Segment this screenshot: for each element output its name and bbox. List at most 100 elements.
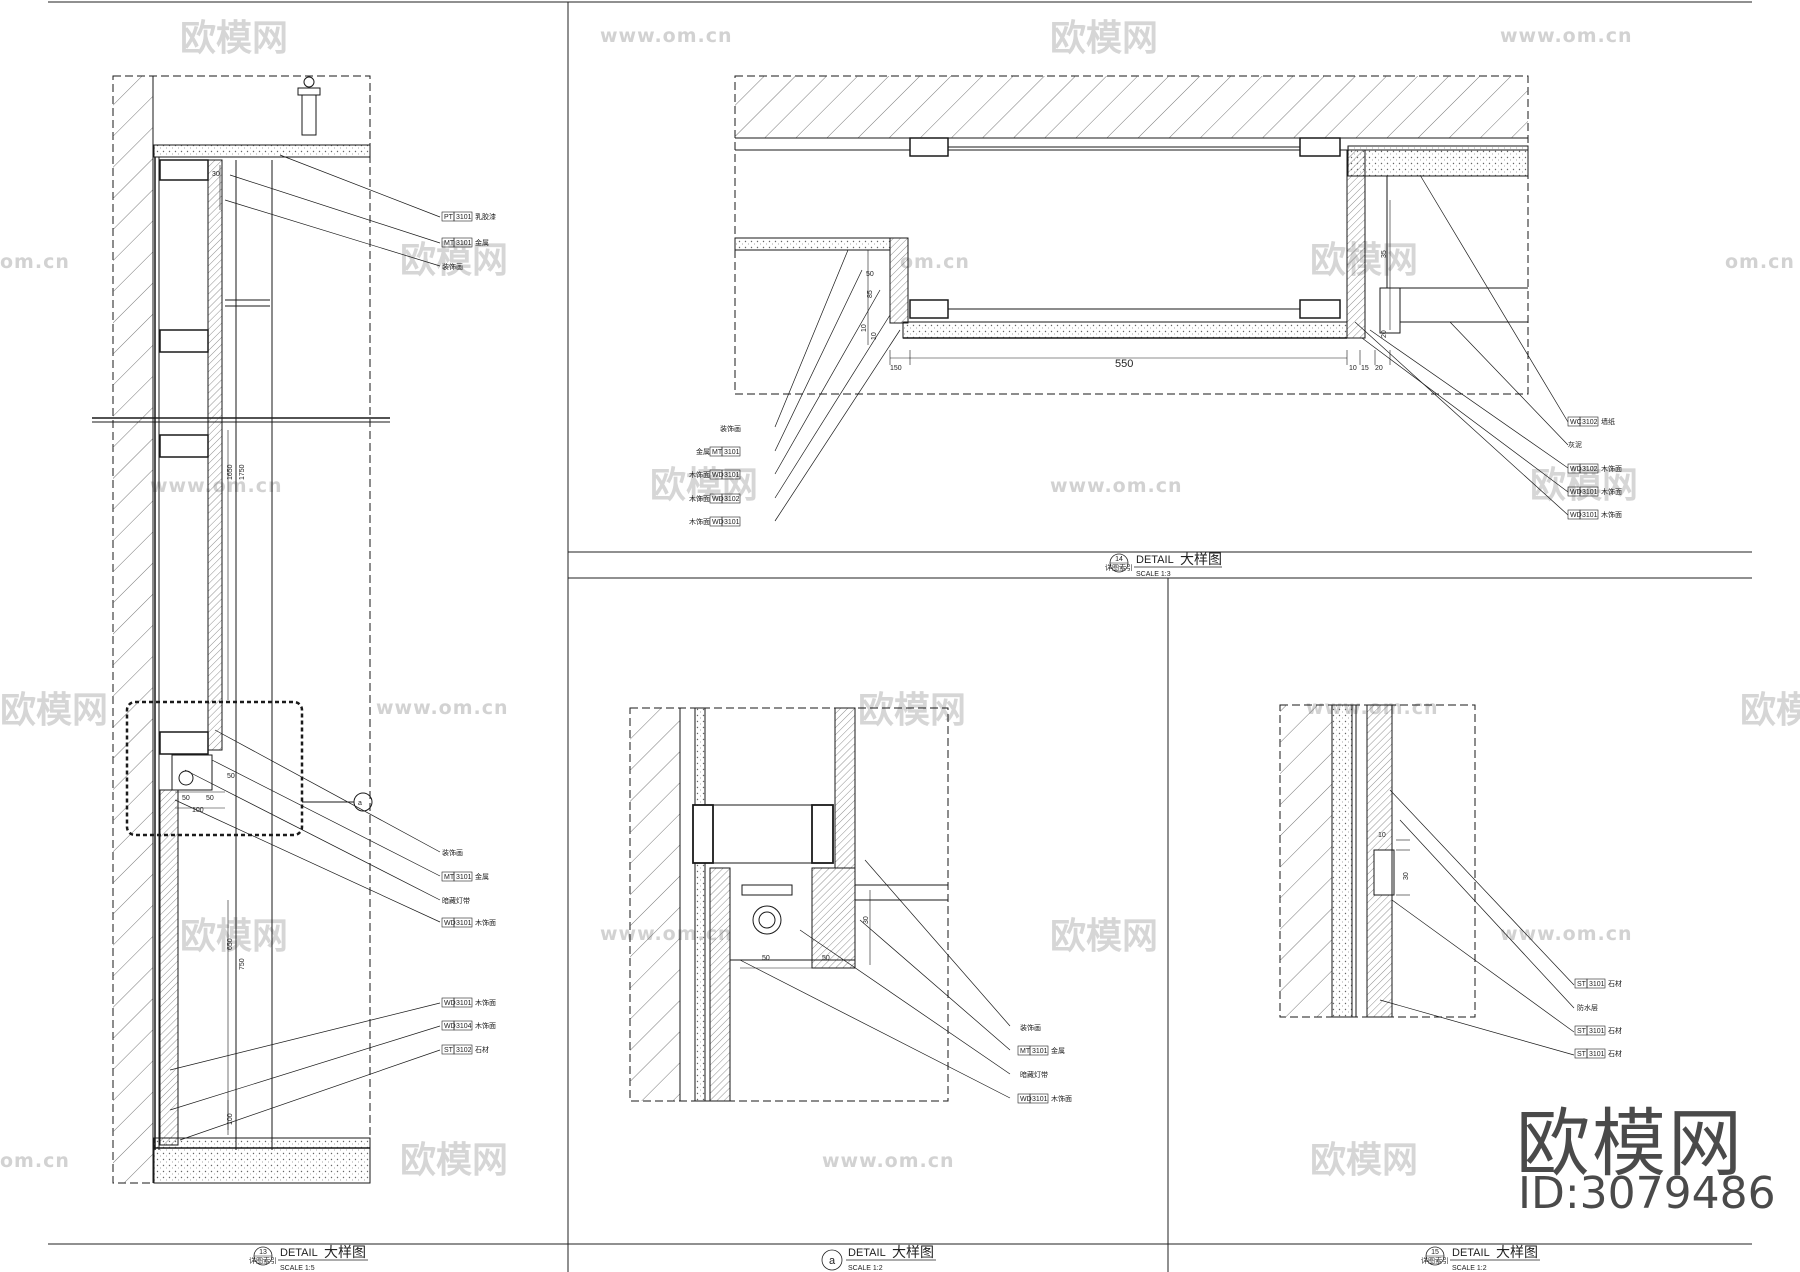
material-tag: WD 3101 木饰面 [441,997,496,1008]
dim: 50 [227,773,235,780]
material-tag: 木饰面 WD 3102 [689,493,741,504]
dim: 100 [192,807,204,814]
detail-marker-label: a [358,800,362,807]
panel-right-labels: ST 3101 石材 防水层 ST 3101 石材 ST 3101 石材 [1574,978,1622,1059]
svg-text:WD: WD [1020,1096,1032,1103]
material-tag: 木饰面 WD 3101 [689,469,741,480]
material-tag: WD 3101 木饰面 [441,917,496,928]
panel-left-labels: PT 3101 乳胶漆 MT 3101 金属 装饰画 装饰画 MT 3101 金… [441,211,496,1055]
watermark-logo: 欧模网 [180,916,288,957]
material-tag: ST 3102 石材 [441,1044,489,1055]
svg-text:WD: WD [712,496,724,503]
svg-text:WD: WD [1570,489,1582,496]
svg-text:金属: 金属 [475,872,489,881]
dim: 30 [863,916,870,924]
detail-callout-sheet: 详图索引 [249,1256,277,1265]
svg-text:木饰面: 木饰面 [689,494,710,503]
dim: 10 [1349,365,1357,372]
detail-scale: SCALE 1:5 [280,1265,315,1272]
dim: 10 [1378,832,1386,839]
svg-text:木饰面: 木饰面 [475,998,496,1007]
svg-text:3104: 3104 [456,1023,472,1030]
material-tag: 金属 MT 3101 [696,446,741,457]
svg-text:3101: 3101 [456,920,472,927]
svg-text:木饰面: 木饰面 [475,918,496,927]
material-tag: WC 3102 墙纸 [1567,416,1615,427]
svg-text:3102: 3102 [1582,466,1598,473]
material-tag: WD 3101 木饰面 [1567,509,1622,520]
panel-right-detail [1279,704,1575,1056]
watermark-logo: 欧模网 [1740,690,1800,731]
detail-title-cn: 大样图 [324,1244,366,1260]
watermark-logo: 欧模网 [858,690,966,731]
svg-text:ST: ST [1577,1051,1587,1058]
svg-text:WD: WD [1570,466,1582,473]
dim: 20 [1375,365,1383,372]
material-tag: ST 3101 石材 [1574,1025,1622,1036]
detail-scale: SCALE 1:2 [848,1265,883,1272]
detail-callout-sheet: 详图索引 [1105,563,1133,572]
svg-text:3101: 3101 [1589,1051,1605,1058]
svg-text:金属: 金属 [475,238,489,247]
material-tag: MT 3101 金属 [441,237,489,248]
panel-main-dims: 50 85 10 10 150 550 10 15 20 35 20 [861,250,1388,372]
detail-title-en: DETAIL [848,1247,886,1259]
dim: 1650 [227,464,234,480]
svg-text:3101: 3101 [456,874,472,881]
svg-text:3101: 3101 [1582,512,1598,519]
watermark-url: www.om.cn [1500,923,1633,945]
watermark-url: www.om.cn [822,1150,955,1172]
material-tag: WD 3101 木饰面 [1017,1093,1072,1104]
svg-text:ST: ST [1577,1028,1587,1035]
detail-callout-number: 13 [259,1249,267,1256]
panel-a-title: a DETAIL 大样图 SCALE 1:2 [821,1244,936,1272]
svg-text:乳胶漆: 乳胶漆 [475,212,496,221]
material-tag: MT 3101 金属 [1017,1045,1065,1056]
svg-text:木饰面: 木饰面 [1601,487,1622,496]
detail-title-cn: 大样图 [892,1244,934,1260]
svg-text:3101: 3101 [1589,981,1605,988]
svg-text:MT: MT [712,449,723,456]
svg-text:WD: WD [444,920,456,927]
svg-text:石材: 石材 [1608,1049,1622,1058]
detail-scale: SCALE 1:2 [1452,1265,1487,1272]
svg-text:金属: 金属 [1051,1046,1065,1055]
svg-text:MT: MT [444,240,455,247]
dim: 50 [866,271,874,278]
watermark-logo: 欧模网 [1050,18,1158,59]
dim: 150 [890,365,902,372]
detail-callout-sheet: 详图索引 [1421,1256,1449,1265]
watermark-url: www.om.cn [376,697,509,719]
dim: 650 [227,938,234,950]
watermark-logo: 欧模网 [0,690,108,731]
svg-text:石材: 石材 [475,1045,489,1054]
svg-text:木饰面: 木饰面 [1601,464,1622,473]
svg-text:WD: WD [1570,512,1582,519]
dim: 35 [1381,250,1388,258]
dim: 100 [227,1113,234,1125]
dim: 85 [867,290,874,298]
detail-callout-number: 14 [1115,556,1123,563]
svg-text:3101: 3101 [456,1000,472,1007]
dim: 10 [871,332,878,340]
svg-text:3101: 3101 [724,519,740,526]
svg-text:墙纸: 墙纸 [1601,417,1615,426]
watermark-url: om.cn [0,251,70,273]
dim: 50 [762,955,770,962]
svg-text:MT: MT [1020,1048,1031,1055]
svg-text:3101: 3101 [456,214,472,221]
dim: 50 [822,955,830,962]
svg-text:木饰面: 木饰面 [1601,510,1622,519]
dim: 1750 [239,464,246,480]
label: 装饰画 [1020,1023,1041,1032]
svg-text:MT: MT [444,874,455,881]
svg-text:木饰面: 木饰面 [1051,1094,1072,1103]
detail-scale: SCALE 1:3 [1136,571,1171,578]
panel-left-dims: 30 50 50 100 50 1650 1750 650 750 100 a [182,171,362,1125]
svg-text:石材: 石材 [1608,1026,1622,1035]
sheet-frame [48,1,1752,1272]
svg-text:3101: 3101 [1032,1048,1048,1055]
brand-watermark: 欧模网 [1516,1101,1744,1187]
dim: 30 [1403,872,1410,880]
